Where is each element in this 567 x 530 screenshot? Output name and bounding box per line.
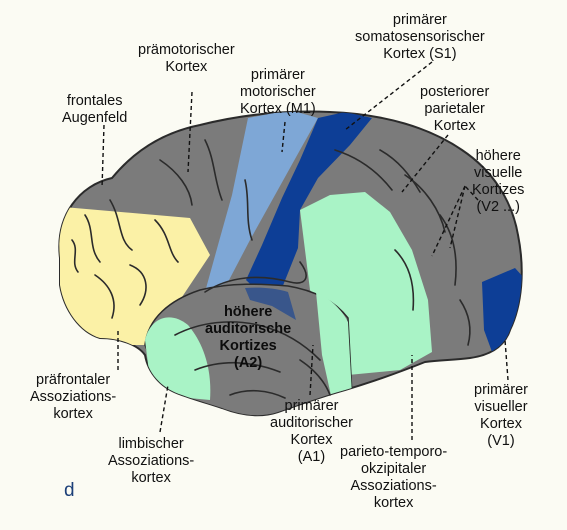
panel-letter: d [64, 480, 75, 502]
label-higher-visual-cortices: höhere visuelle Kortizes (V2 ...) [472, 148, 524, 216]
label-prefrontal-association-cortex: präfrontaler Assoziations- kortex [30, 372, 116, 423]
label-parieto-temporo-occipital-association-cortex: parieto-temporo- okzipitaler Assoziation… [340, 444, 447, 512]
label-limbic-association-cortex: limbischer Assoziations- kortex [108, 436, 194, 487]
label-primary-visual-cortex: primärer visueller Kortex (V1) [474, 382, 528, 450]
label-primary-somatosensory-cortex: primärer somatosensorischer Kortex (S1) [355, 12, 485, 63]
label-posterior-parietal-cortex: posteriorer parietaler Kortex [420, 84, 489, 135]
label-frontal-eye-field: frontales Augenfeld [62, 93, 127, 127]
label-primary-motor-cortex: primärer motorischer Kortex (M1) [240, 67, 316, 118]
label-premotor-cortex: prämotorischer Kortex [138, 42, 235, 76]
label-higher-auditory-cortices: höhere auditorische Kortizes (A2) [205, 304, 291, 372]
region-visual-v1 [482, 268, 535, 360]
